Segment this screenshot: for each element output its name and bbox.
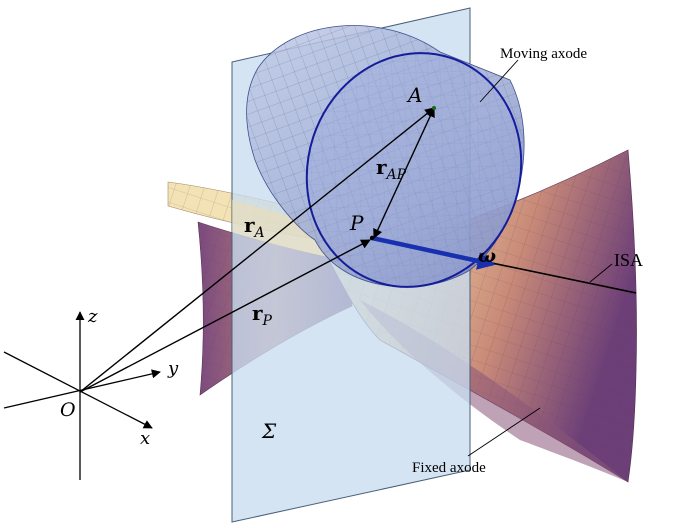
vector-r-p-sub: P [262, 313, 273, 329]
point-a-dot [432, 106, 436, 110]
fixed-axode-label: Fixed axode [412, 460, 486, 476]
axis-z-label: z [87, 306, 98, 327]
vector-r-p-main: r [252, 301, 263, 325]
vector-r-ap [373, 107, 435, 239]
isa-leader [589, 263, 613, 283]
vector-r-ap-main: r [376, 155, 387, 179]
point-p-label: P [349, 211, 364, 235]
moving-axode-leader [479, 59, 519, 103]
vector-r-ap-label: rAP [376, 155, 407, 183]
omega-label: ω [478, 245, 496, 267]
origin-label: O [60, 399, 76, 421]
vector-r-p-label: rP [252, 301, 273, 329]
point-p-dot [369, 235, 375, 241]
point-a-label: A [406, 83, 422, 107]
vector-r-a-sub: A [253, 225, 265, 241]
vector-r-p [79, 239, 371, 393]
axis-y-label: y [167, 358, 179, 379]
axis-x-label: x [140, 428, 150, 449]
vector-r-a-main: r [244, 213, 255, 237]
coordinate-frame [3, 311, 161, 480]
x-axis [3, 351, 153, 429]
vector-r-a-label: rA [244, 213, 265, 241]
moving-axode-label: Moving axode [500, 46, 587, 62]
omega-arrow [371, 235, 496, 270]
plane-sigma-label: Σ [261, 419, 277, 443]
isa-label: ISA [614, 250, 643, 270]
fixed-axode-leader [467, 407, 541, 457]
position-vectors [79, 107, 435, 393]
vector-r-ap-sub: AP [385, 167, 407, 183]
